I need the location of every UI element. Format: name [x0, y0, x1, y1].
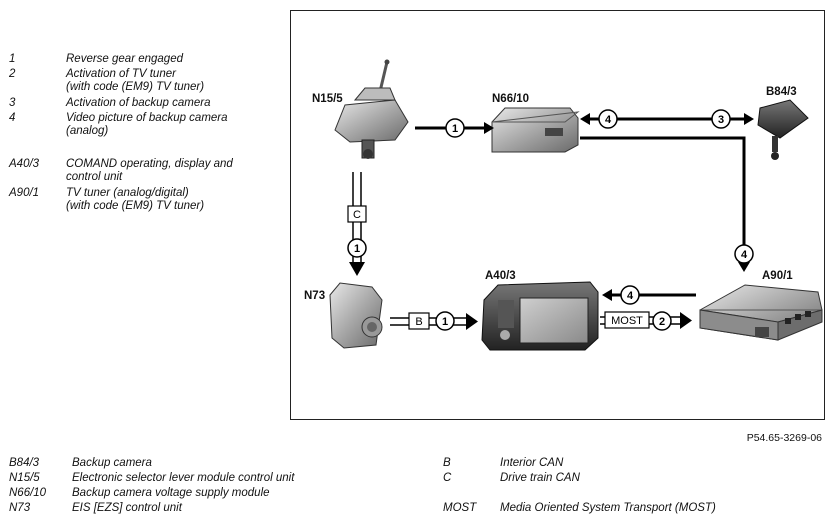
component-label-a90-1: A90/1 [762, 270, 793, 282]
backup-camera-image [757, 99, 809, 160]
signal-label: 1 [452, 123, 458, 135]
connection-a90-to-a40: 4 [602, 285, 696, 305]
component-label-n15-5: N15/5 [312, 93, 343, 105]
voltage-supply-module-image [491, 107, 580, 153]
bus-label: MOST [611, 315, 643, 327]
signal-label: 1 [354, 243, 360, 255]
diagram-frame [290, 10, 825, 420]
tv-tuner-image [699, 284, 823, 341]
component-label-a40-3: A40/3 [485, 270, 516, 282]
bus-label: B [415, 316, 422, 328]
eis-control-unit-image [329, 282, 383, 349]
signal-label: 3 [718, 114, 724, 126]
signal-label: 4 [627, 290, 634, 302]
signal-label: 4 [605, 114, 612, 126]
component-label-b84-3: B84/3 [766, 86, 797, 98]
component-label-n66-10: N66/10 [492, 93, 530, 105]
bus-label: C [353, 209, 361, 221]
connection-n15-to-n73: C 1 [347, 172, 367, 276]
signal-label: 2 [659, 316, 665, 328]
selector-lever-module-image [334, 59, 409, 159]
connection-a40-to-a90: MOST 2 [600, 311, 692, 331]
connection-n66-b84: 4 3 [580, 109, 754, 129]
signal-label: 4 [741, 249, 748, 261]
comand-unit-image [481, 281, 599, 351]
connection-n15-to-n66: 1 [415, 118, 494, 138]
signal-label: 1 [442, 316, 448, 328]
connection-n66-to-a90: 4 [580, 136, 754, 272]
figure-id: P54.65-3269-06 [746, 432, 822, 444]
component-label-n73: N73 [304, 290, 326, 302]
connection-n73-to-a40: B 1 [390, 311, 478, 331]
